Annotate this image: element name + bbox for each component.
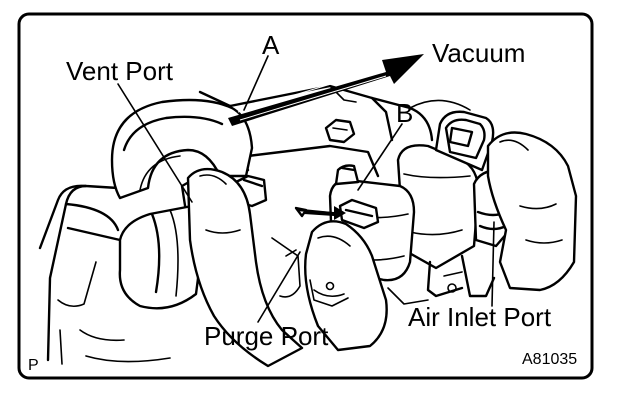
label-vacuum: Vacuum (432, 38, 525, 68)
canister-body (38, 184, 171, 365)
label-purge-port: Purge Port (204, 321, 329, 351)
purge-arrow (304, 206, 346, 220)
label-vent-port: Vent Port (66, 56, 174, 86)
vsv-right (396, 110, 512, 298)
vent-hose (110, 98, 254, 200)
vent-pipe (118, 204, 208, 310)
callout-lines (117, 55, 495, 323)
label-a: A (262, 30, 280, 60)
corner-label-p: P (28, 357, 39, 374)
center-hand (271, 220, 388, 352)
left-hand (186, 167, 304, 368)
vacuum-arrow (228, 54, 424, 126)
label-air-inlet-port: Air Inlet Port (408, 302, 552, 332)
figure-id: A81035 (522, 351, 577, 368)
lower-mount (309, 279, 429, 307)
right-hand (486, 131, 578, 292)
label-b: B (396, 98, 413, 128)
